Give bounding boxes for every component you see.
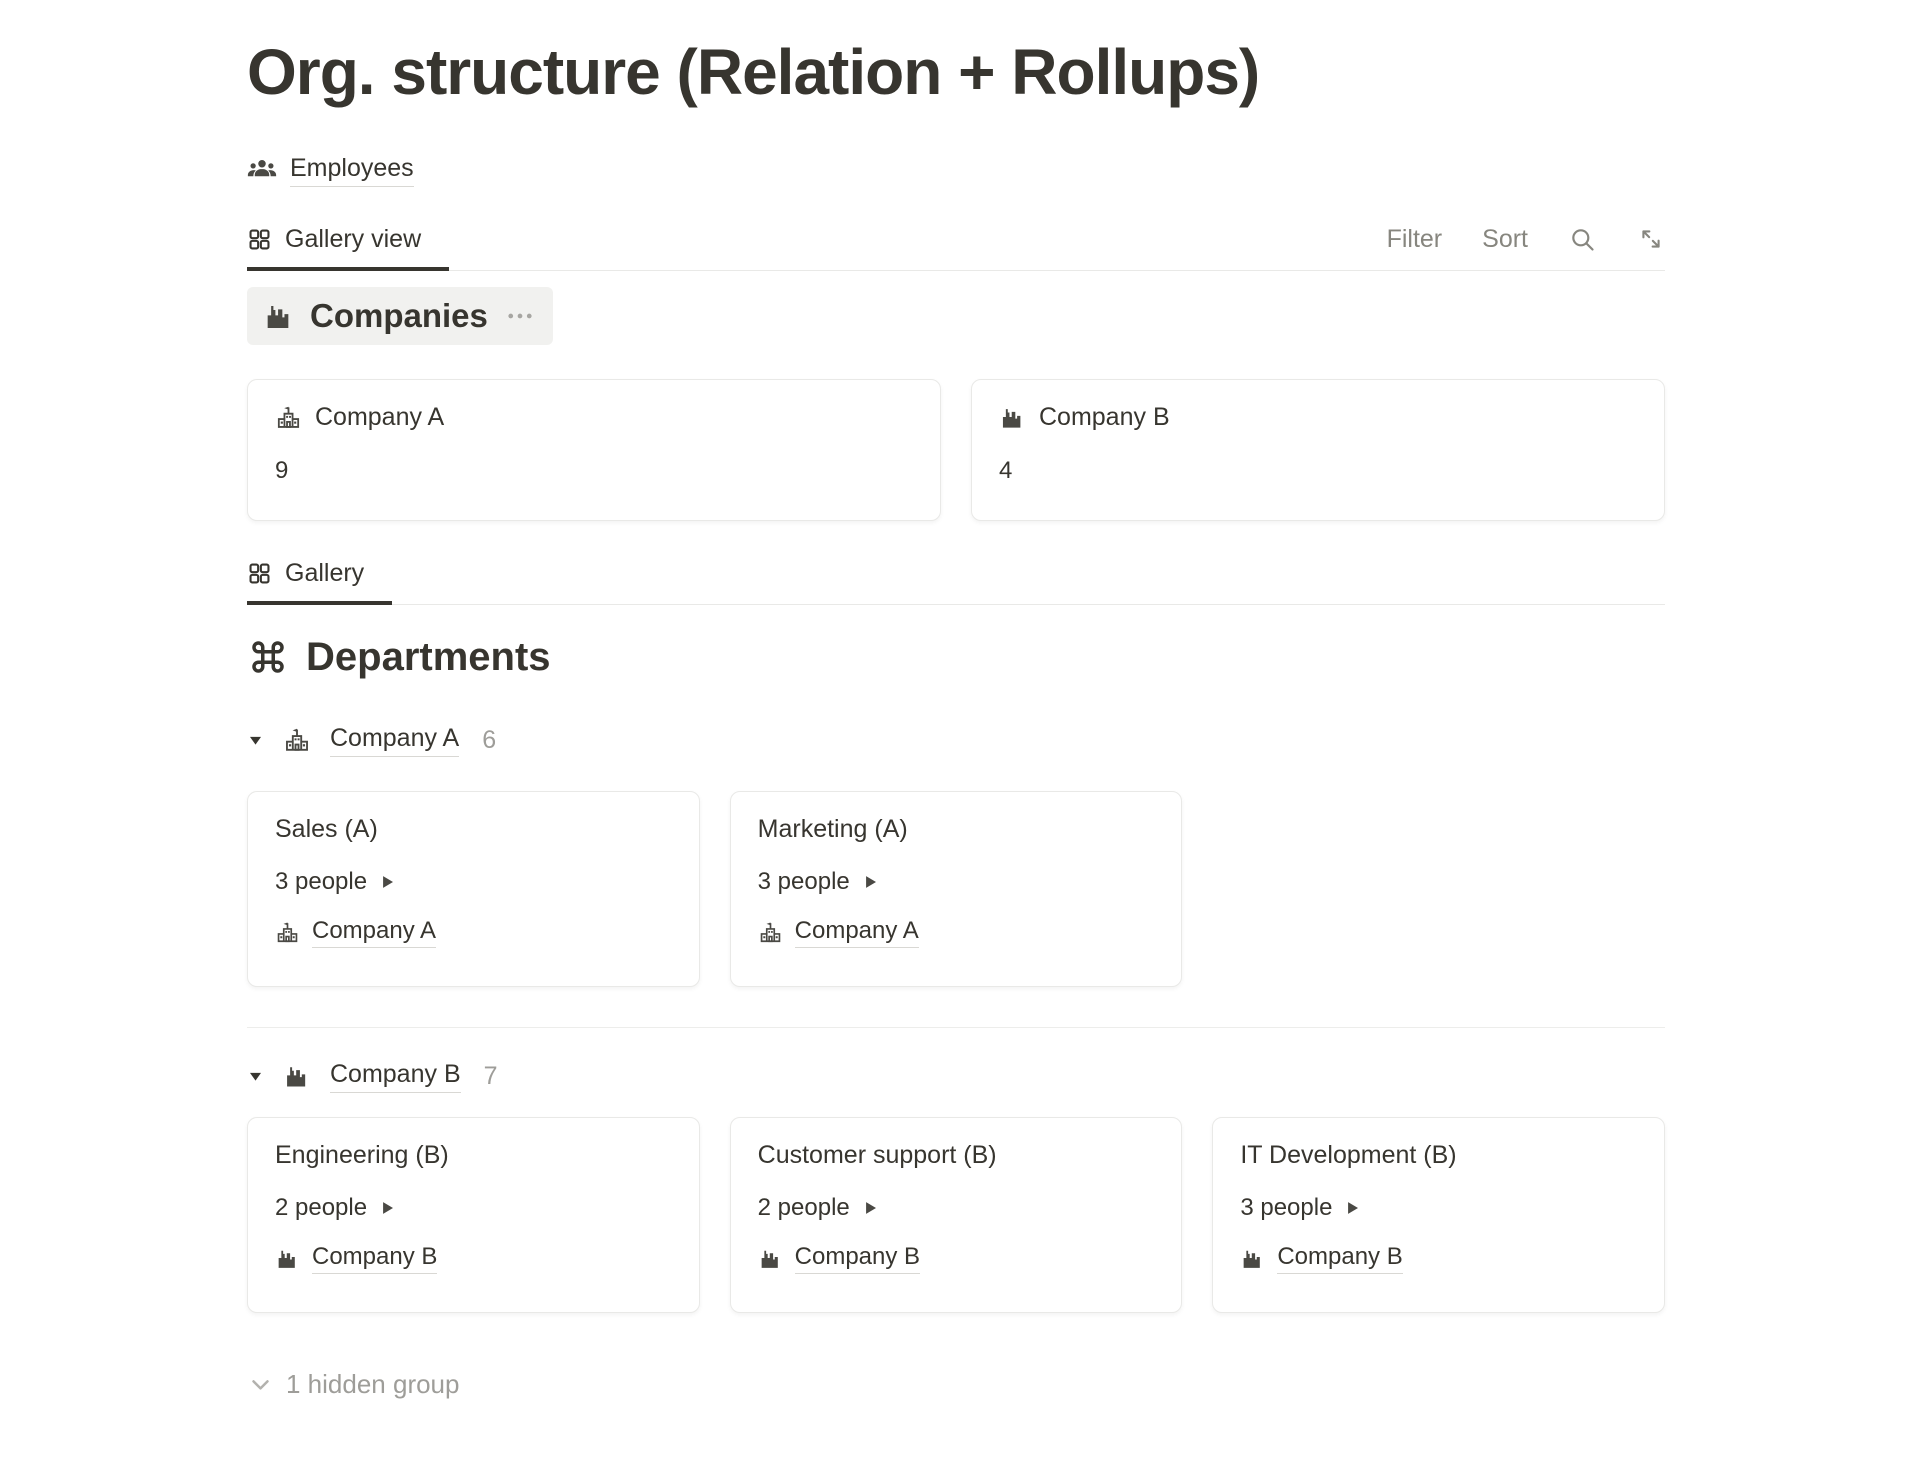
company-relation: Company B	[758, 1243, 1155, 1274]
school-icon	[275, 404, 302, 431]
tab-label: Gallery	[285, 558, 365, 587]
card-title: Customer support (B)	[757, 1140, 997, 1169]
group-company-link[interactable]: Company A	[330, 724, 460, 757]
group-header-company-a: Company A 6	[247, 724, 1665, 757]
departments-section-title: Departments	[247, 635, 1665, 680]
expand-icon[interactable]	[1637, 225, 1665, 253]
factory-icon	[999, 404, 1026, 431]
factory-icon	[283, 1062, 311, 1090]
people-rollup: 3 people	[1240, 1194, 1637, 1222]
company-relation: Company A	[758, 917, 1155, 948]
people-rollup: 2 people	[275, 1194, 672, 1222]
gallery-grid-icon	[247, 561, 272, 586]
companies-group-header[interactable]: Companies	[247, 286, 553, 345]
dept-card-sales-a[interactable]: Sales (A) 3 people Company A	[247, 790, 700, 987]
company-page-link[interactable]: Company B	[1277, 1243, 1403, 1274]
linked-db-link-employees[interactable]: Employees	[247, 154, 1665, 187]
companies-view-toolbar: Gallery view Filter Sort	[247, 215, 1665, 271]
hidden-group-label: 1 hidden group	[286, 1368, 460, 1399]
play-icon	[861, 1199, 879, 1217]
dept-card-it-development-b[interactable]: IT Development (B) 3 people Company B	[1212, 1116, 1665, 1313]
company-relation: Company B	[1240, 1243, 1637, 1274]
departments-card-grid-a: Sales (A) 3 people Company A Marketing (…	[247, 790, 1665, 987]
rollup-value: 4	[999, 456, 1013, 484]
school-icon	[283, 726, 311, 754]
card-title: Company A	[315, 402, 445, 431]
empty-grid-cell	[1212, 791, 1665, 987]
company-relation: Company B	[275, 1243, 672, 1274]
sort-button[interactable]: Sort	[1482, 224, 1528, 253]
play-icon	[378, 873, 396, 891]
collapse-triangle-icon[interactable]	[247, 732, 264, 749]
tab-gallery[interactable]: Gallery	[247, 549, 393, 605]
company-card-a[interactable]: Company A 9	[247, 378, 941, 521]
group-divider	[247, 1026, 1665, 1028]
command-icon	[247, 636, 289, 678]
companies-group-title: Companies	[310, 296, 488, 334]
page-title: Org. structure (Relation + Rollups)	[247, 36, 1260, 108]
filter-button[interactable]: Filter	[1386, 224, 1443, 253]
factory-icon	[263, 300, 295, 332]
dept-card-marketing-a[interactable]: Marketing (A) 3 people Company A	[729, 790, 1183, 987]
departments-title: Departments	[306, 634, 551, 679]
card-title: IT Development (B)	[1240, 1140, 1457, 1169]
card-title: Marketing (A)	[757, 814, 908, 843]
group-header-company-b: Company B 7	[247, 1060, 1665, 1093]
school-icon	[758, 920, 783, 945]
card-title: Engineering (B)	[275, 1140, 449, 1169]
card-title: Company B	[1039, 402, 1170, 431]
hidden-group-toggle[interactable]: 1 hidden group	[247, 1369, 1665, 1430]
departments-card-grid-b: Engineering (B) 2 people Company B Custo…	[247, 1116, 1665, 1313]
dept-card-engineering-b[interactable]: Engineering (B) 2 people Company B	[247, 1116, 700, 1313]
notion-page: Org. structure (Relation + Rollups) Empl…	[247, 0, 1665, 1430]
company-page-link[interactable]: Company A	[794, 917, 919, 948]
people-rollup: 3 people	[758, 868, 1155, 896]
dept-card-customer-support-b[interactable]: Customer support (B) 2 people Company B	[729, 1116, 1183, 1313]
company-page-link[interactable]: Company A	[312, 917, 437, 948]
view-controls: Filter Sort	[1387, 225, 1665, 270]
play-icon	[1343, 1199, 1361, 1217]
play-icon	[861, 873, 879, 891]
departments-view-toolbar: Gallery	[247, 549, 1665, 605]
rollup-value: 9	[275, 456, 289, 484]
company-card-b[interactable]: Company B 4	[971, 378, 1665, 521]
search-icon[interactable]	[1568, 225, 1597, 254]
factory-icon	[1240, 1246, 1265, 1271]
tab-gallery-view[interactable]: Gallery view	[247, 215, 450, 271]
play-icon	[378, 1199, 396, 1217]
tab-label: Gallery view	[285, 224, 422, 253]
company-page-link[interactable]: Company B	[794, 1243, 921, 1274]
factory-icon	[275, 1246, 300, 1271]
ellipsis-icon[interactable]	[505, 301, 535, 331]
school-icon	[275, 920, 300, 945]
group-count: 6	[482, 725, 497, 754]
companies-card-grid: Company A 9 Company B 4	[247, 378, 1665, 521]
people-rollup: 3 people	[275, 868, 672, 896]
gallery-grid-icon	[247, 227, 272, 252]
collapse-triangle-icon[interactable]	[247, 1068, 264, 1085]
group-count: 7	[483, 1061, 498, 1090]
linked-db-label: Employees	[290, 154, 414, 187]
people-rollup: 2 people	[758, 1194, 1155, 1222]
group-company-link[interactable]: Company B	[330, 1060, 461, 1093]
company-relation: Company A	[275, 917, 672, 948]
people-icon	[247, 155, 277, 185]
card-title: Sales (A)	[275, 814, 378, 843]
factory-icon	[758, 1246, 783, 1271]
company-page-link[interactable]: Company B	[312, 1243, 438, 1274]
chevron-down-icon	[247, 1371, 274, 1398]
